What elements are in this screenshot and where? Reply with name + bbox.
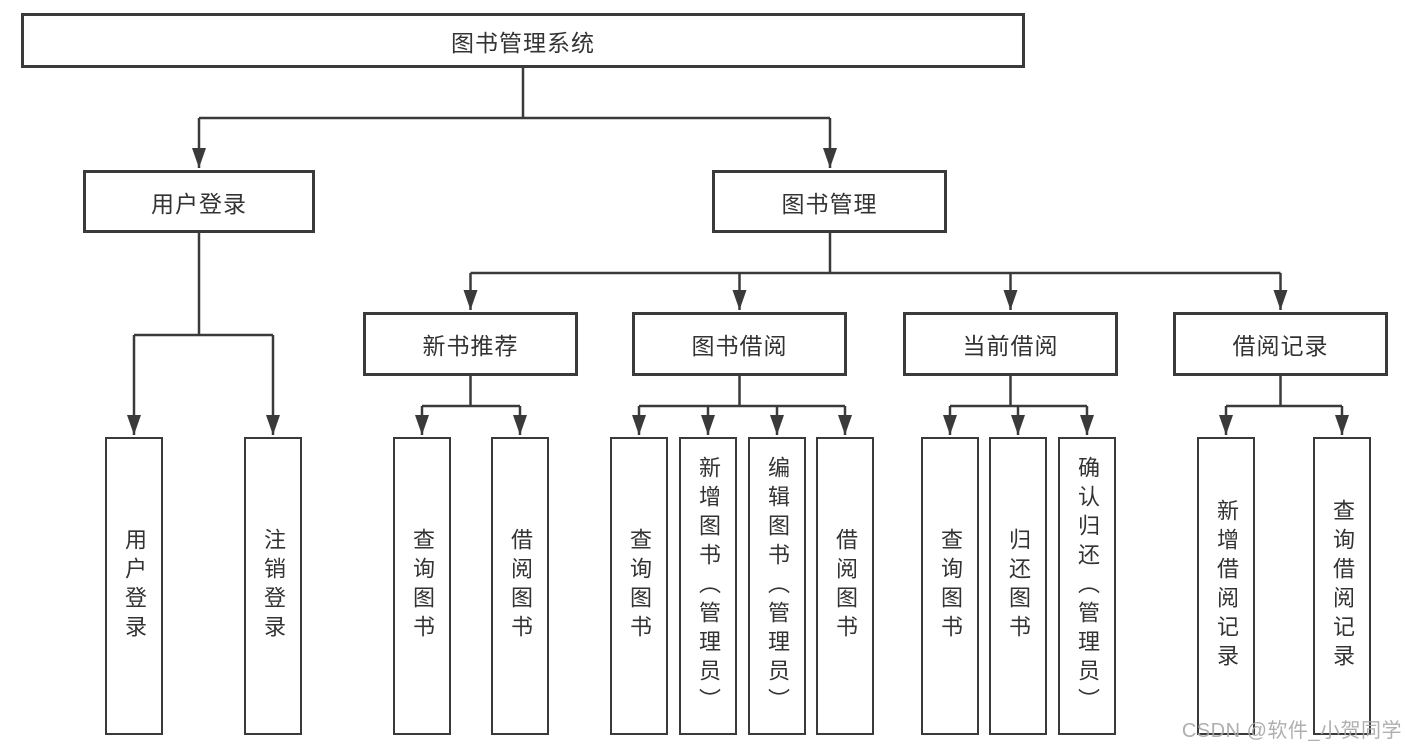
- leaf-add-book-admin: 新增图书（管理员）: [679, 437, 737, 735]
- leaf-label: 归还图书: [1006, 528, 1031, 644]
- leaf-label: 确认归还（管理员）: [1075, 455, 1100, 717]
- leaf-label: 新增借阅记录: [1214, 499, 1239, 673]
- leaf-query-books-recommend: 查询图书: [393, 437, 451, 735]
- leaf-borrow-books: 借阅图书: [816, 437, 874, 735]
- leaf-label: 新增图书（管理员）: [696, 455, 721, 717]
- leaf-label: 借阅图书: [508, 528, 533, 644]
- node-book-borrow: 图书借阅: [632, 312, 847, 376]
- leaf-user-login: 用户登录: [105, 437, 163, 735]
- connector-lines: [134, 68, 1342, 408]
- leaf-return-book: 归还图书: [989, 437, 1047, 735]
- leaf-logout: 注销登录: [244, 437, 302, 735]
- leaf-borrow-books-recommend: 借阅图书: [491, 437, 549, 735]
- leaf-label: 查询借阅记录: [1330, 499, 1355, 673]
- leaf-label: 查询图书: [938, 528, 963, 644]
- node-root: 图书管理系统: [21, 13, 1025, 68]
- leaf-label: 借阅图书: [833, 528, 858, 644]
- node-current-borrow: 当前借阅: [903, 312, 1118, 376]
- connector-arrows: [127, 118, 1349, 435]
- leaf-add-borrow-record: 新增借阅记录: [1197, 437, 1255, 735]
- node-borrow-records: 借阅记录: [1173, 312, 1388, 376]
- leaf-confirm-return-admin: 确认归还（管理员）: [1058, 437, 1116, 735]
- leaf-label: 编辑图书（管理员）: [765, 455, 790, 717]
- leaf-label: 注销登录: [261, 528, 286, 644]
- leaf-label: 用户登录: [122, 528, 147, 644]
- leaf-query-borrow-record: 查询借阅记录: [1313, 437, 1371, 735]
- leaf-query-books-current: 查询图书: [921, 437, 979, 735]
- leaf-label: 查询图书: [410, 528, 435, 644]
- leaf-label: 查询图书: [627, 528, 652, 644]
- leaf-edit-book-admin: 编辑图书（管理员）: [748, 437, 806, 735]
- node-book-management: 图书管理: [712, 170, 947, 233]
- node-new-book-recommend: 新书推荐: [363, 312, 578, 376]
- leaf-query-books-borrow: 查询图书: [610, 437, 668, 735]
- node-user-login: 用户登录: [83, 170, 315, 233]
